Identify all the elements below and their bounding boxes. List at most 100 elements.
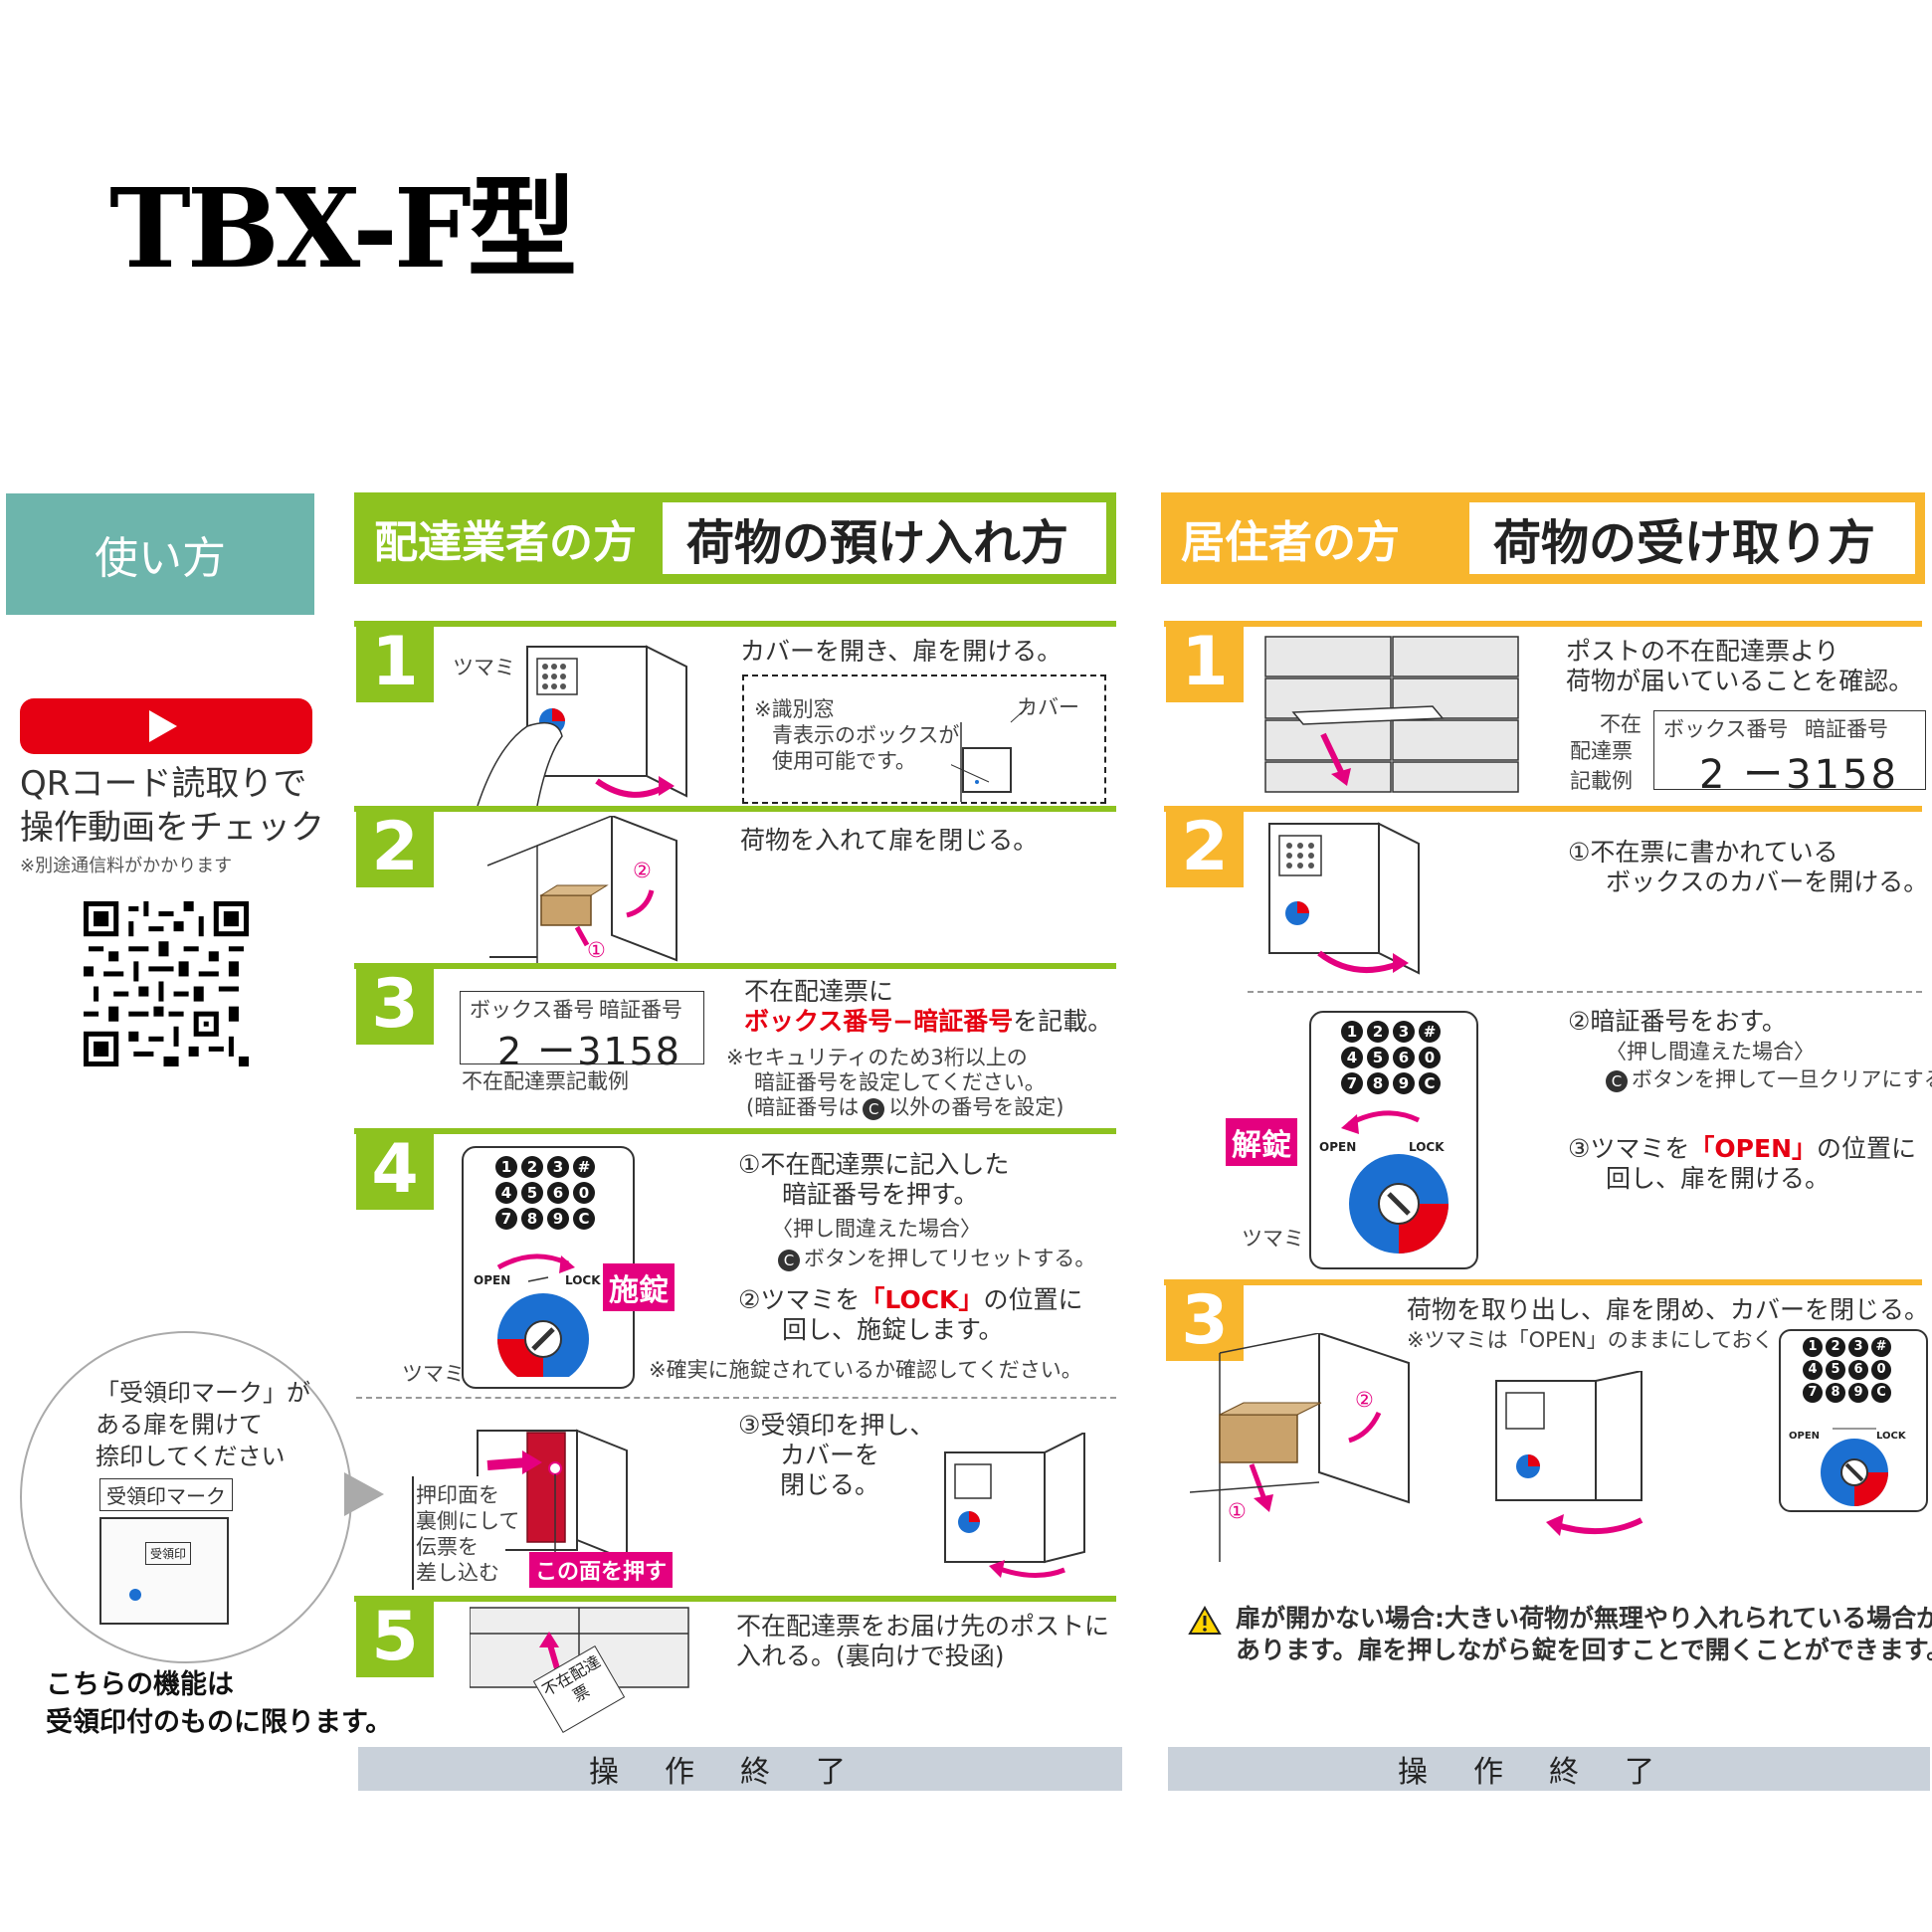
r-side-2: 配達票 <box>1570 739 1633 763</box>
stamp-callout-text: 「受領印マーク」が ある扉を開けて 捺印してください <box>96 1377 310 1472</box>
keypad-key[interactable]: 0 <box>1419 1047 1441 1068</box>
step-4-i1a: ①不在配達票に記入した <box>738 1150 1010 1179</box>
keypad-key[interactable]: 7 <box>495 1208 517 1230</box>
delivery-header-title: 荷物の預け入れ方 <box>663 502 1106 574</box>
step-2-text: 荷物を入れて扉を閉じる。 <box>740 826 1039 855</box>
lock-highlight: 「LOCK」 <box>860 1285 984 1314</box>
identification-window-note <box>742 675 1106 804</box>
keypad-key[interactable]: 9 <box>547 1208 569 1230</box>
security-note-3-post: 以外の番号を設定) <box>888 1095 1064 1119</box>
keypad-key[interactable]: # <box>573 1156 595 1178</box>
keypad-key[interactable]: 7 <box>1803 1383 1823 1403</box>
keypad-key[interactable]: 3 <box>1393 1021 1415 1043</box>
r-step-2-number: 2 <box>1166 806 1244 887</box>
lock-knob-illustration[interactable] <box>474 1248 613 1377</box>
step-1-number: 1 <box>356 621 434 702</box>
open-cover-illustration <box>477 645 687 806</box>
warning-line-1: 扉が開かない場合:大きい荷物が無理やり入れられている場合が <box>1236 1604 1932 1633</box>
c-button-icon: C <box>1606 1070 1628 1092</box>
r-i3a-post: の位置に <box>1817 1134 1917 1163</box>
step-1-text: カバーを開き、扉を開ける。 <box>740 637 1063 666</box>
step-4-i2a-pre: ②ツマミを <box>738 1285 861 1314</box>
callout-line-1: 「受領印マーク」が <box>96 1379 310 1407</box>
security-note-3-pre: (暗証番号は <box>746 1095 860 1119</box>
step-3-line-1: 不在配達票に <box>744 977 894 1006</box>
keypad-key[interactable]: 8 <box>1367 1072 1389 1094</box>
r-step-1-text-2: 荷物が届いていることを確認。 <box>1566 667 1914 695</box>
keypad-key[interactable]: 0 <box>573 1182 595 1204</box>
keypad-key[interactable]: # <box>1871 1337 1891 1357</box>
keypad-key[interactable]: 3 <box>547 1156 569 1178</box>
r-step-1-text-1: ポストの不在配達票より <box>1566 637 1839 666</box>
keypad-key[interactable]: 2 <box>521 1156 543 1178</box>
cover-window-illustration <box>951 703 1032 802</box>
side-note-1: 押印面を <box>416 1483 499 1507</box>
page-title: TBX-F型 <box>109 164 577 292</box>
step-2-number: 2 <box>356 806 434 887</box>
side-note-3: 伝票を <box>416 1535 479 1559</box>
slip-caption: 不在配達票記載例 <box>462 1069 629 1093</box>
play-icon <box>149 710 177 742</box>
usage-tab: 使い方 <box>6 493 314 615</box>
keypad-key[interactable]: 5 <box>1367 1047 1389 1068</box>
keypad-key[interactable]: C <box>1419 1072 1441 1094</box>
r-circle-2-marker: ② <box>1355 1388 1374 1412</box>
keypad-key[interactable]: 5 <box>521 1182 543 1204</box>
warning-icon <box>1188 1606 1222 1635</box>
keypad-key[interactable]: # <box>1419 1021 1441 1043</box>
delivery-slip-example <box>460 991 704 1064</box>
r-slip-example <box>1653 710 1926 790</box>
left-end-bar: 操作終了 <box>358 1747 1122 1791</box>
r3-lock-position-label: LOCK <box>1876 1431 1906 1442</box>
step-4-i1b: 暗証番号を押す。 <box>782 1180 979 1209</box>
step-3-line <box>354 963 1116 969</box>
callout-line-3: 捺印してください <box>96 1443 286 1470</box>
r-lock-knob-illustration[interactable] <box>1319 1104 1468 1259</box>
r-step-2-i1b: ボックスのカバーを開ける。 <box>1606 868 1929 896</box>
step-4-i2b: 回し、施錠します。 <box>782 1315 1004 1344</box>
step-4-i2a-post: の位置に <box>983 1285 1083 1314</box>
keypad-key[interactable]: 1 <box>495 1156 517 1178</box>
keypad-key[interactable]: 4 <box>1341 1047 1363 1068</box>
keypad-key[interactable]: 1 <box>1803 1337 1823 1357</box>
r-step-2-i3a: ③ツマミを「OPEN」の位置に <box>1568 1134 1916 1164</box>
step-4-number: 4 <box>356 1128 434 1210</box>
open-position-label: OPEN <box>474 1273 511 1287</box>
step-4-divider <box>356 1397 1116 1399</box>
keypad-key[interactable]: C <box>573 1208 595 1230</box>
keypad-key[interactable]: 7 <box>1341 1072 1363 1094</box>
keypad-key[interactable]: 8 <box>1826 1383 1845 1403</box>
side-note-4: 差し込む <box>416 1561 499 1585</box>
stamp-door-illustration <box>99 1517 229 1625</box>
resident-header: 居住者の方 荷物の受け取り方 <box>1161 492 1925 584</box>
keypad-key[interactable]: 0 <box>1871 1360 1891 1380</box>
r-step-1-line <box>1164 621 1922 627</box>
security-note-1: ※セキュリティのため3桁以上の <box>726 1046 1028 1069</box>
keypad-key[interactable]: 2 <box>1826 1337 1845 1357</box>
keypad-key[interactable]: 3 <box>1848 1337 1868 1357</box>
play-video-button[interactable] <box>20 698 312 754</box>
open-box-cover-illustration <box>1268 822 1420 975</box>
keypad-key[interactable]: 9 <box>1848 1383 1868 1403</box>
keypad-key[interactable]: 9 <box>1393 1072 1415 1094</box>
keypad-key[interactable]: 4 <box>495 1182 517 1204</box>
keypad-key[interactable]: 5 <box>1826 1360 1845 1380</box>
keypad-key[interactable]: 6 <box>1848 1360 1868 1380</box>
keypad-key[interactable]: 6 <box>547 1182 569 1204</box>
keypad-key[interactable]: 6 <box>1393 1047 1415 1068</box>
keypad-key[interactable]: 8 <box>521 1208 543 1230</box>
qr-line-2: 操作動画をチェック <box>20 808 324 848</box>
keypad-key[interactable]: 1 <box>1341 1021 1363 1043</box>
keypad-key[interactable]: 4 <box>1803 1360 1823 1380</box>
slip-code-label: 暗証番号 <box>599 998 682 1022</box>
footnote-line-2: 受領印付のものに限ります。 <box>46 1707 393 1738</box>
keypad-key[interactable]: C <box>1871 1383 1891 1403</box>
press-this-side-badge: この面を押す <box>529 1552 674 1588</box>
qr-code-image[interactable] <box>84 901 249 1066</box>
keypad-key[interactable]: 2 <box>1367 1021 1389 1043</box>
r-step-1-number: 1 <box>1166 621 1244 702</box>
callout-line-2: ある扉を開けて <box>96 1411 263 1439</box>
